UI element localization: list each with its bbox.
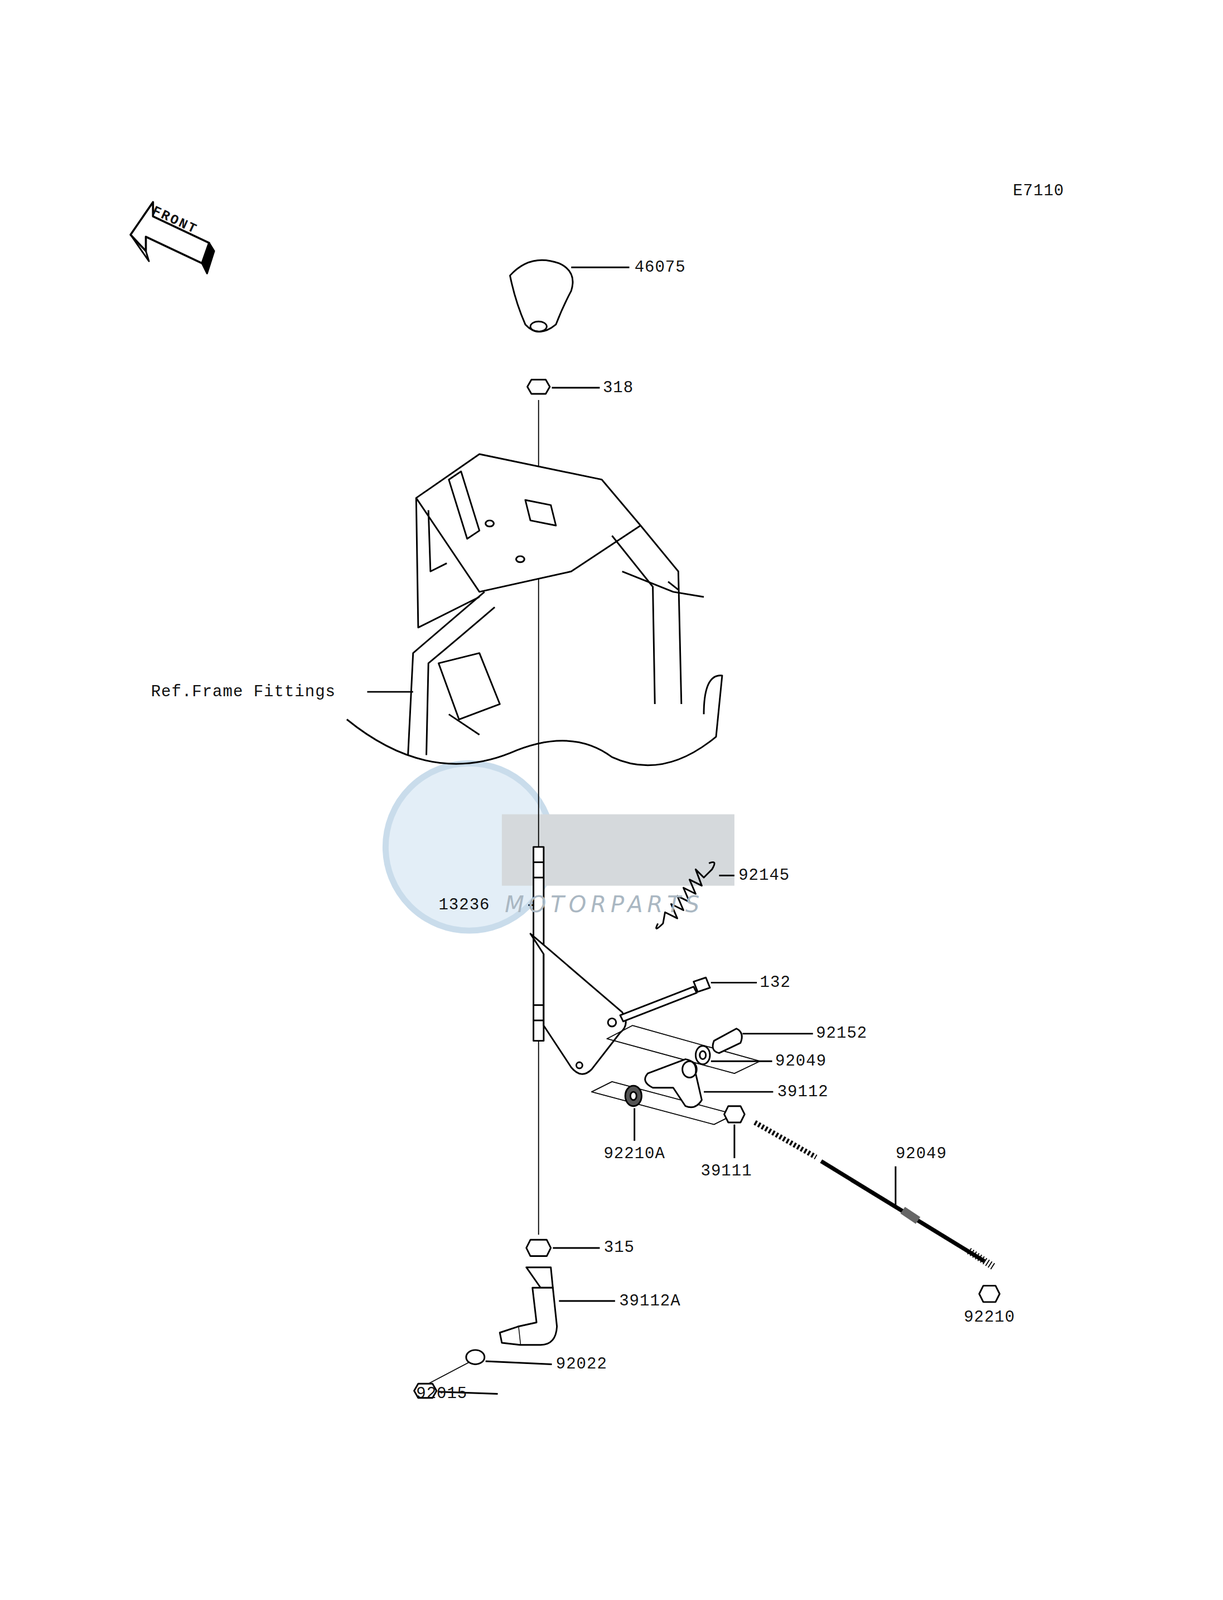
diagram-code: E7110 [1012, 182, 1065, 200]
callout-number: 46075 [634, 259, 686, 276]
callout-number: 92015 [416, 1385, 468, 1402]
callout-number: 318 [602, 379, 634, 396]
callout-number: 92210 [963, 1308, 1015, 1326]
callout-number: 39111 [701, 1162, 753, 1179]
callout-number: 315 [603, 1239, 635, 1256]
reference-note: Ref.Frame Fittings [151, 683, 336, 700]
callout-number: 92022 [556, 1355, 608, 1372]
callout-number: 92210A [603, 1145, 665, 1162]
callout-number: 92049 [775, 1052, 827, 1070]
callout-number: 39112 [777, 1083, 829, 1100]
callout-number: 92145 [738, 867, 790, 884]
callout-number: 92152 [815, 1025, 868, 1042]
callout-number: 39112A [619, 1292, 681, 1309]
callout-number: 13236 [438, 896, 490, 913]
callout-number: 92049 [895, 1145, 947, 1162]
watermark: MOTORPARTS [504, 892, 704, 916]
callout-number: 132 [760, 974, 791, 991]
